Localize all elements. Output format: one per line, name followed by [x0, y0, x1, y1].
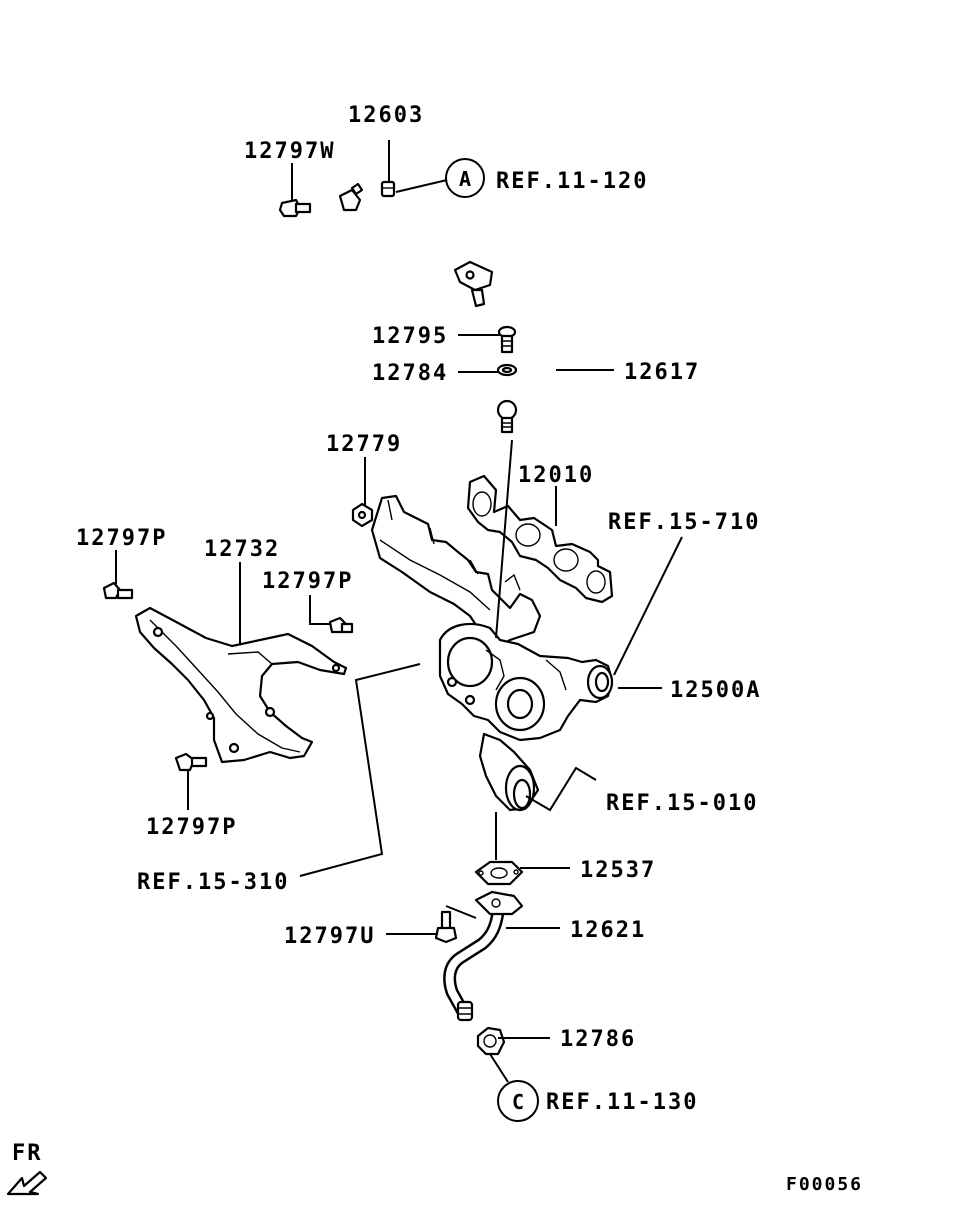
fitting-12603-icon [380, 180, 396, 198]
gasket-12537-icon [474, 860, 524, 886]
label-12617: 12617 [624, 360, 700, 385]
label-ref-11-130: REF.11-130 [546, 1090, 698, 1115]
callout-c: C [497, 1080, 539, 1122]
label-12786: 12786 [560, 1027, 636, 1052]
front-arrow-icon [6, 1170, 48, 1196]
manifold-gasket-12010 [466, 474, 614, 604]
callout-a: A [445, 158, 485, 198]
label-12621: 12621 [570, 918, 646, 943]
bolt-12797p-upper-left-icon [102, 581, 134, 600]
part-labels: 12603 12797W REF.11-120 12795 12784 1261… [76, 103, 761, 1115]
label-12797w: 12797W [244, 139, 335, 164]
callout-c-letter: C [512, 1090, 524, 1114]
heat-shield-12732 [134, 606, 348, 764]
label-12784: 12784 [372, 361, 448, 386]
bolt-12797w-icon [278, 198, 312, 218]
connector-12786-icon [476, 1026, 506, 1056]
label-12795: 12795 [372, 324, 448, 349]
gasket-12784-icon [496, 363, 518, 377]
label-ref-15-310: REF.15-310 [137, 870, 289, 895]
oil-return-pipe-12621 [443, 890, 524, 1022]
turbocharger-12500a [438, 622, 614, 812]
nut-12779-icon [351, 502, 374, 528]
callout-a-letter: A [459, 167, 471, 191]
bolt-12797u-icon [434, 910, 458, 944]
figure-code: F00056 [786, 1174, 863, 1195]
bolt-12797p-lower-icon [174, 752, 208, 772]
label-ref-11-120: REF.11-120 [496, 169, 648, 194]
label-12603: 12603 [348, 103, 424, 128]
front-direction-label: FR [12, 1141, 43, 1166]
label-12797p-right: 12797P [262, 569, 353, 594]
label-12010: 12010 [518, 463, 594, 488]
label-12797p-upper-left: 12797P [76, 526, 167, 551]
label-12500a: 12500A [670, 678, 761, 703]
bolt-12797p-right-icon [328, 616, 354, 634]
leader-lines [115, 140, 683, 1083]
label-ref-15-010: REF.15-010 [606, 791, 758, 816]
oil-feed-pipe-12617 [315, 182, 556, 434]
label-12797u: 12797U [284, 924, 375, 949]
label-12537: 12537 [580, 858, 656, 883]
front-direction-indicator: FR [6, 1141, 48, 1196]
label-12797p-lower: 12797P [146, 815, 237, 840]
label-ref-15-710: REF.15-710 [608, 510, 760, 535]
eye-bolt-12795-icon [497, 325, 517, 354]
label-12732: 12732 [204, 537, 280, 562]
label-12779: 12779 [326, 432, 402, 457]
